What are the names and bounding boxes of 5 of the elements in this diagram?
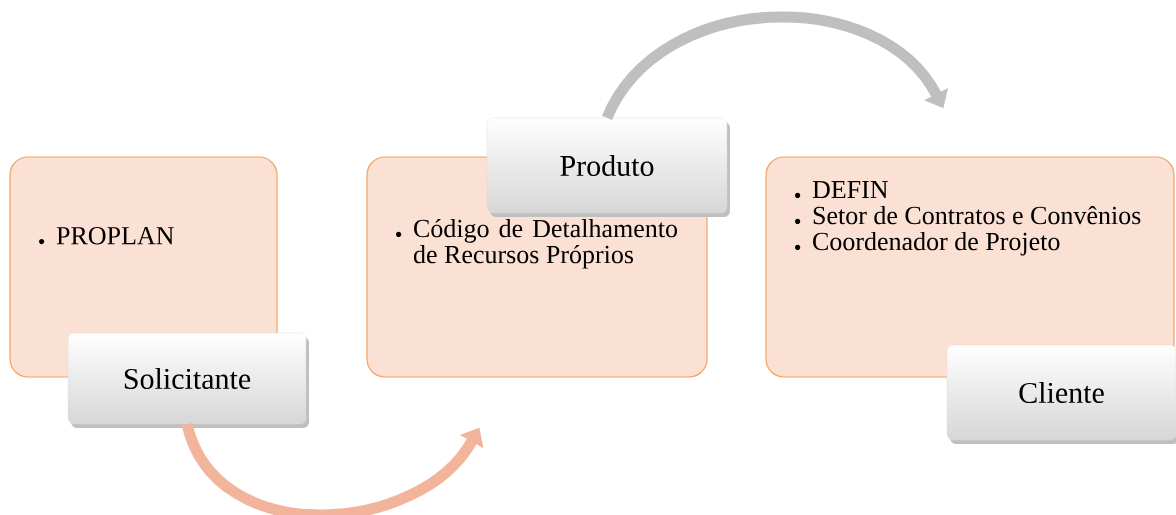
list-box: DEFIN Setor de Contratos e Convênios Coordenador de Projeto xyxy=(765,156,1175,378)
label-tab: Solicitante xyxy=(67,332,309,428)
curved-arrow xyxy=(602,11,949,121)
label-tab: Cliente xyxy=(946,344,1176,444)
label-tab: Produto xyxy=(486,117,730,217)
